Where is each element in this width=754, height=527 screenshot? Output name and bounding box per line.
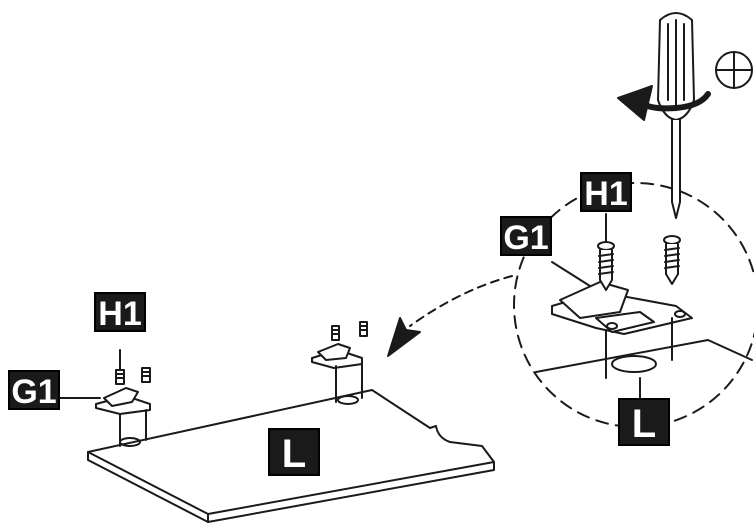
leader-g1-detail	[551, 261, 591, 287]
arrowhead-icon	[387, 317, 421, 357]
label-l-detail: L	[618, 398, 670, 446]
label-h1-left: H1	[94, 292, 146, 332]
dashed-transfer-arrow	[409, 275, 513, 327]
label-h1-detail-text: H1	[584, 175, 628, 213]
label-g1-detail-text: G1	[503, 219, 549, 257]
detail-screw-left	[597, 241, 615, 291]
label-g1-left-text: G1	[11, 373, 57, 411]
detail-screw-right	[663, 235, 681, 285]
rotation-arrow-icon	[617, 85, 711, 121]
label-h1-left-text: H1	[98, 295, 142, 333]
left-hinge	[59, 349, 151, 447]
right-hinge-on-board	[311, 321, 368, 405]
detail-hinge	[551, 281, 693, 379]
label-g1-detail: G1	[500, 216, 552, 256]
label-g1-left: G1	[8, 370, 60, 410]
screwdriver-icon	[657, 12, 695, 219]
label-l-board: L	[268, 428, 320, 476]
label-l-detail-text: L	[631, 402, 657, 446]
detail-board-surface	[535, 339, 753, 373]
label-h1-detail: H1	[580, 172, 632, 212]
label-l-board-text: L	[281, 432, 307, 476]
phillips-symbol-icon	[715, 51, 753, 89]
